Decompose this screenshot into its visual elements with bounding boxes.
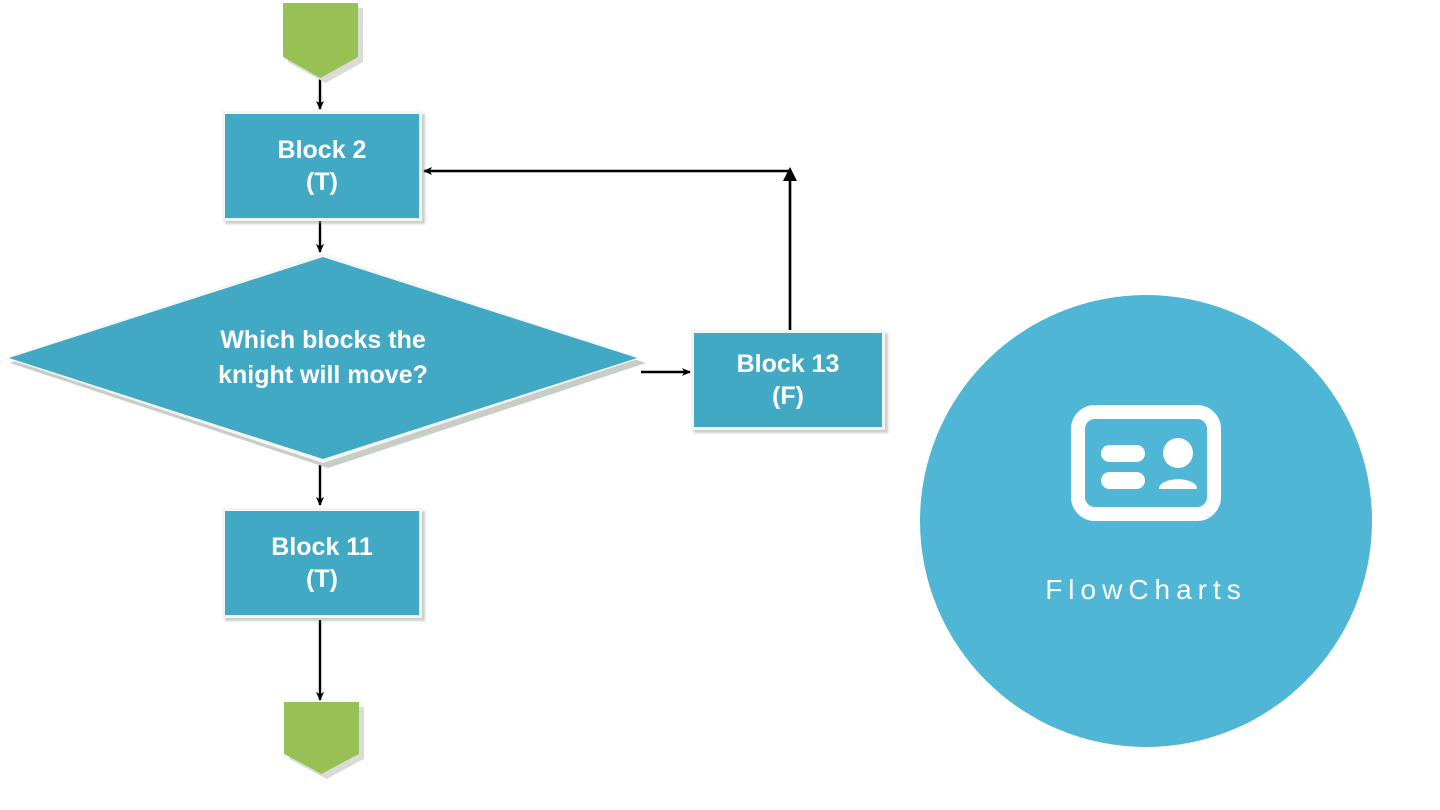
decision-label: Which blocks the knight will move? [5, 253, 641, 463]
id-card-icon [1071, 405, 1221, 526]
node-block-2[interactable]: Block 2 (T) [222, 111, 422, 221]
flowcharts-logo[interactable]: FlowCharts [920, 295, 1372, 747]
node-block-11-line1: Block 11 [271, 533, 373, 561]
node-block-2-line2: (T) [306, 168, 338, 196]
flowcharts-logo-text: FlowCharts [1045, 574, 1247, 605]
decision-line1: Which blocks the [220, 325, 426, 354]
node-block-13-line2: (F) [772, 382, 804, 410]
node-block-2-line1: Block 2 [277, 136, 367, 164]
node-block-13[interactable]: Block 13 (F) [691, 330, 885, 430]
decision-line2: knight will move? [218, 361, 428, 389]
node-block-11[interactable]: Block 11 (T) [222, 508, 422, 618]
node-block-13-line1: Block 13 [736, 350, 840, 378]
node-block-11-line2: (T) [306, 565, 338, 593]
node-decision[interactable]: Which blocks the knight will move? [5, 253, 646, 468]
